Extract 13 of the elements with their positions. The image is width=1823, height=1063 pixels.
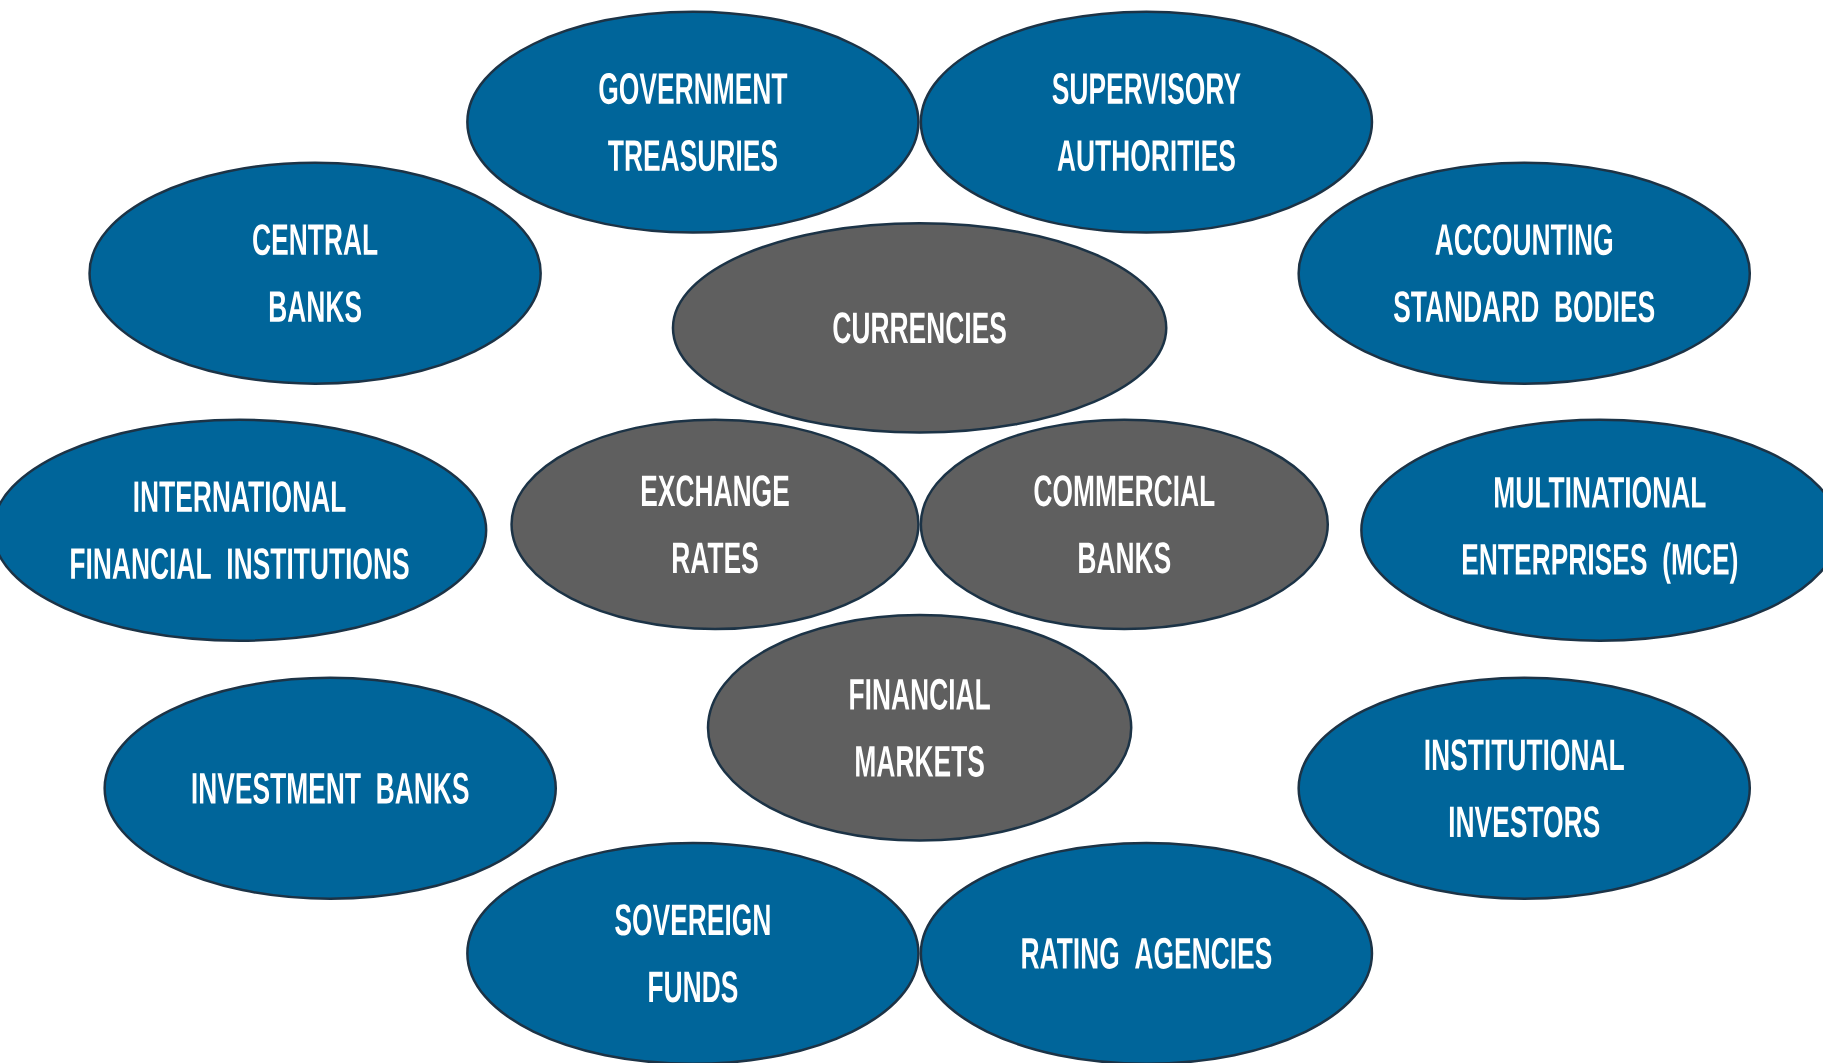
- ellipse-node: FINANCIAL MARKETS: [706, 613, 1133, 842]
- ellipse-node: ACCOUNTING STANDARD BODIES: [1297, 161, 1751, 385]
- ellipse-node: SUPERVISORY AUTHORITIES: [919, 10, 1374, 234]
- ellipse-node: INSTITUTIONAL INVESTORS: [1297, 676, 1751, 900]
- ellipse-node: CURRENCIES: [671, 222, 1168, 434]
- ellipse-node: SOVEREIGN FUNDS: [466, 841, 920, 1063]
- ellipse-node: GOVERNMENT TREASURIES: [466, 10, 920, 234]
- ellipse-node: CENTRAL BANKS: [88, 161, 542, 385]
- ellipse-node: RATING AGENCIES: [919, 841, 1374, 1063]
- ellipse-node: INVESTMENT BANKS: [103, 676, 557, 900]
- ellipse-node: MULTINATIONAL ENTERPRISES (MCE): [1360, 418, 1823, 642]
- ellipse-node: EXCHANGE RATES: [510, 418, 920, 631]
- ellipse-node: COMMERCIAL BANKS: [919, 418, 1329, 631]
